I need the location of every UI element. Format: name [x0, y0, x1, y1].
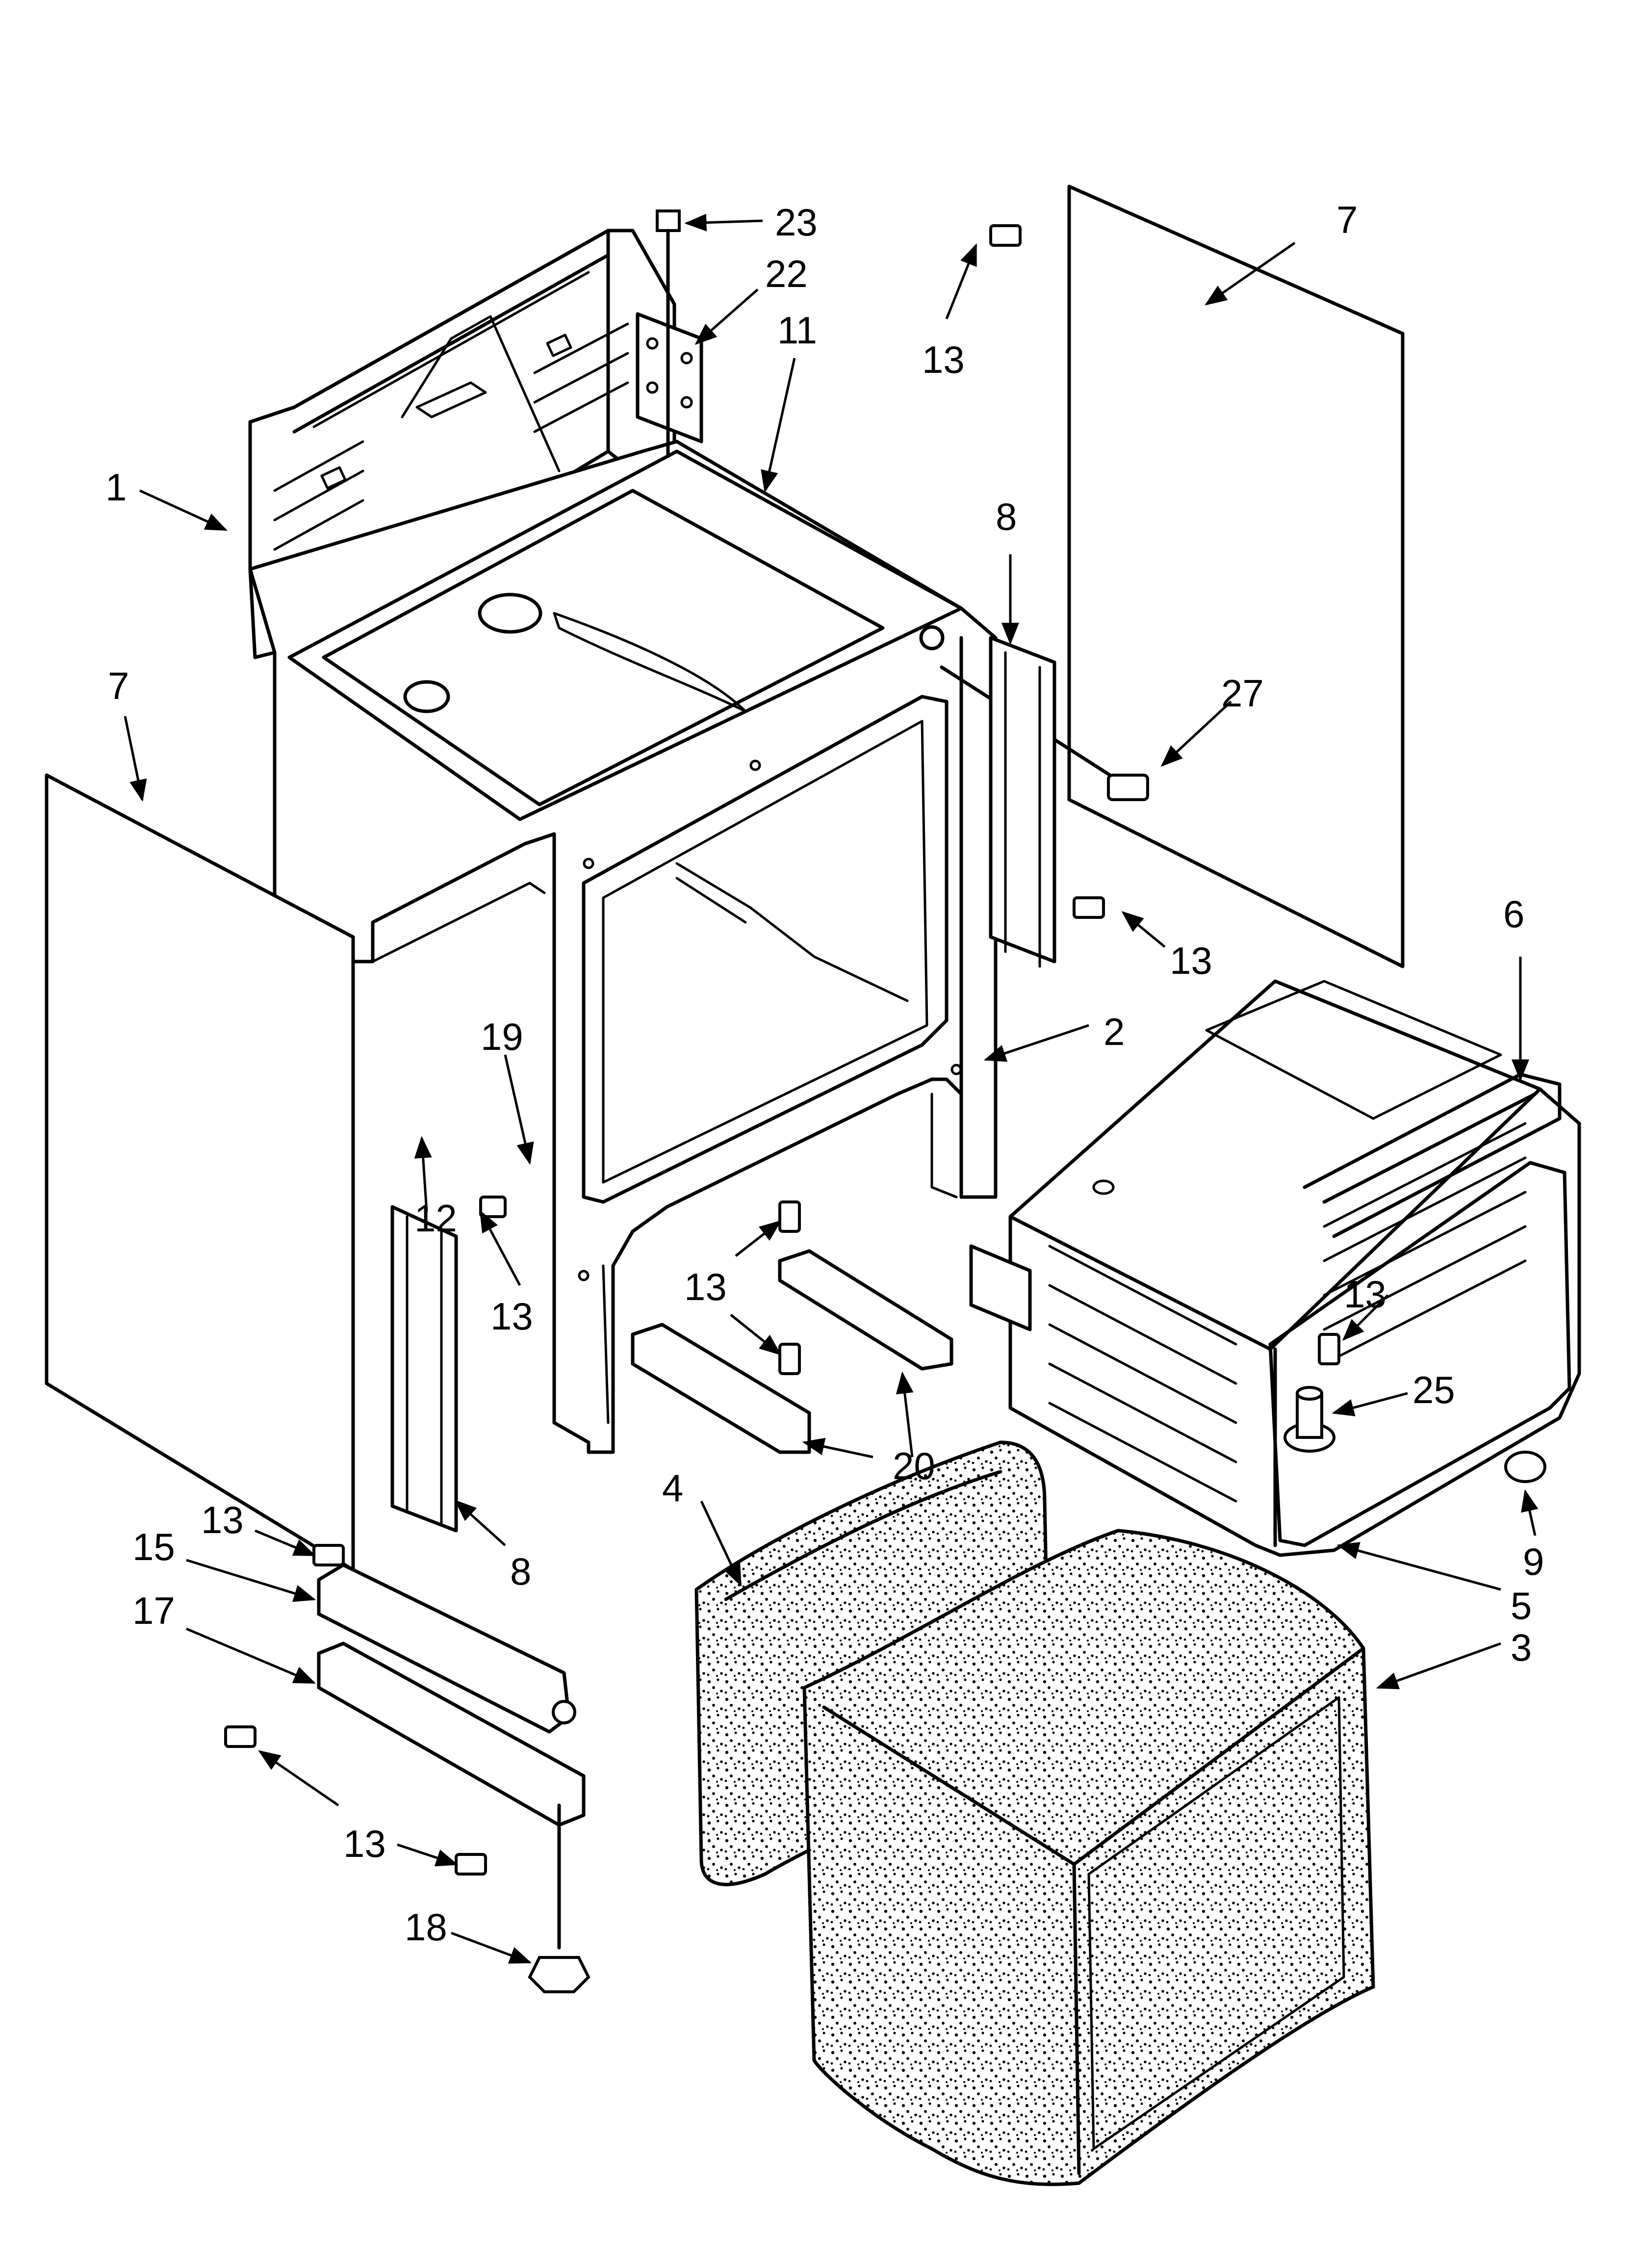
screw-13-bracket-top: [778, 1200, 801, 1233]
callout-17: 17: [132, 1589, 175, 1632]
callout-2: 2: [1103, 1010, 1125, 1053]
screw-13-lower-left: [312, 1544, 345, 1566]
wrap-insulation-part: [802, 1529, 1375, 2186]
callout-13-mid-right: 13: [1170, 939, 1212, 982]
callout-1: 1: [105, 466, 127, 509]
screw-13-rail-left: [224, 1725, 257, 1748]
callout-9: 9: [1523, 1540, 1544, 1583]
callout-13-cavity: 13: [1344, 1273, 1386, 1316]
callout-25: 25: [1412, 1368, 1455, 1411]
callout-22: 22: [765, 252, 808, 295]
top-screw-part: [656, 209, 681, 458]
floor-bracket-rear-part: [778, 1249, 953, 1371]
callout-labels: 23 22 11 1 7 7 13 8 27 13 2 6 19 12 13 1…: [105, 198, 1544, 1949]
callout-15: 15: [132, 1525, 175, 1568]
callout-13-lower-left: 13: [201, 1498, 244, 1541]
screw-27: [1107, 774, 1149, 801]
callout-27: 27: [1221, 672, 1264, 715]
callout-7-left: 7: [108, 664, 129, 707]
callout-4: 4: [662, 1466, 683, 1510]
screw-13-top-right: [989, 224, 1022, 247]
callout-13-top-right: 13: [922, 338, 965, 381]
bake-element-part: [1303, 1072, 1562, 1238]
cabinet-frame-part: [248, 440, 998, 1454]
callout-5: 5: [1511, 1584, 1532, 1627]
callout-8-right: 8: [996, 495, 1017, 538]
callout-13-brackets: 13: [684, 1265, 727, 1308]
screw-13-bracket-bottom: [778, 1343, 801, 1375]
callout-19: 19: [481, 1015, 523, 1058]
callout-23: 23: [775, 201, 818, 244]
left-side-bracket-part: [390, 1205, 458, 1533]
leveling-leg-part: [528, 1803, 590, 1993]
screw-13-cavity: [1318, 1333, 1340, 1365]
right-side-bracket-part: [989, 636, 1056, 968]
callout-3: 3: [1511, 1626, 1532, 1669]
callout-18: 18: [405, 1905, 447, 1949]
screw-13-mid-left: [479, 1196, 507, 1218]
screw-13-rail-bottom: [455, 1853, 487, 1876]
callout-13-mid-left: 13: [490, 1295, 533, 1338]
callout-20: 20: [893, 1444, 935, 1487]
callout-7-right: 7: [1336, 198, 1358, 241]
screw-13-mid-right: [1073, 896, 1105, 919]
plug-button-part: [1504, 1451, 1546, 1483]
leader-lines: [124, 213, 1539, 1964]
oven-sensor-part: [1283, 1386, 1335, 1453]
oven-cavity-part: [969, 979, 1581, 1557]
callout-8-left: 8: [510, 1550, 531, 1593]
callout-11: 11: [777, 309, 817, 352]
callout-12: 12: [414, 1197, 457, 1240]
callout-13-rails: 13: [343, 1822, 386, 1865]
lower-rail-part: [317, 1642, 586, 1827]
callout-6: 6: [1503, 892, 1524, 936]
